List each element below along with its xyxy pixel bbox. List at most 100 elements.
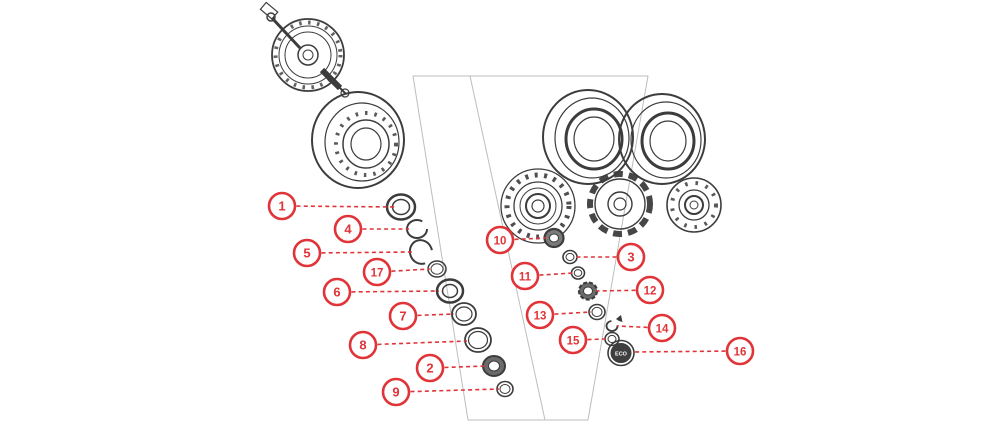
callout-3[interactable]: 3 xyxy=(616,242,646,272)
callout-8[interactable]: 8 xyxy=(348,330,378,360)
axle-center xyxy=(302,49,314,61)
callout-17[interactable]: 17 xyxy=(362,257,392,287)
drum-boltholes xyxy=(334,111,398,177)
axle-flange-inner xyxy=(284,31,332,79)
hub-cap-eco-label: ECO xyxy=(615,352,628,358)
callout-circle-9[interactable] xyxy=(381,377,411,407)
drum-bore xyxy=(350,127,382,161)
hub-shell-left xyxy=(542,89,634,185)
callout-6[interactable]: 6 xyxy=(322,277,352,307)
callout-circle-4[interactable] xyxy=(333,214,363,244)
part-6-bearing-cone xyxy=(435,278,465,304)
callout-circle-15[interactable] xyxy=(558,325,588,355)
callout-circle-7[interactable] xyxy=(388,301,418,331)
callout-circle-12[interactable] xyxy=(635,275,665,305)
part-4-lock-ring xyxy=(406,219,428,239)
callout-line-6 xyxy=(351,290,440,293)
hub-flange xyxy=(666,177,722,233)
callout-circle-16[interactable] xyxy=(725,336,755,366)
guide-outline xyxy=(412,75,649,421)
callout-circle-10[interactable] xyxy=(485,225,515,255)
drum-mid-rim xyxy=(324,102,400,182)
callout-2[interactable]: 2 xyxy=(415,353,445,383)
callout-number-15: 15 xyxy=(567,336,580,348)
part-10-bearing-cone xyxy=(543,227,565,249)
part-13-ring xyxy=(588,303,606,321)
callout-circle-17[interactable] xyxy=(362,257,392,287)
callout-number-14: 14 xyxy=(656,324,669,336)
callout-circle-8[interactable] xyxy=(348,330,378,360)
hub-shell-right-ring xyxy=(640,111,696,171)
callout-13[interactable]: 13 xyxy=(525,300,555,330)
callout-number-12: 12 xyxy=(644,286,657,298)
callout-circle-5[interactable] xyxy=(292,238,322,268)
callout-number-4: 4 xyxy=(344,222,352,237)
part-2-seal xyxy=(482,355,506,377)
axle-spindle-tip xyxy=(335,83,347,95)
callout-12[interactable]: 12 xyxy=(635,275,665,305)
tooth-ring-teeth xyxy=(587,171,653,237)
callout-16[interactable]: 16 xyxy=(725,336,755,366)
tooth-ring-center xyxy=(613,197,627,211)
callout-line-12 xyxy=(595,289,636,292)
brake-drum-hub xyxy=(311,91,405,189)
flange-boltholes xyxy=(670,181,718,229)
callout-line-14 xyxy=(616,325,648,329)
guide-parallelogram xyxy=(412,75,649,421)
axle-flange-mid xyxy=(278,25,338,85)
callout-9[interactable]: 9 xyxy=(381,377,411,407)
callout-circle-6[interactable] xyxy=(322,277,352,307)
callout-line-11 xyxy=(539,272,574,276)
axle-hub-bore xyxy=(297,44,319,66)
callout-line-2 xyxy=(444,365,486,369)
axle-upper-pin xyxy=(266,12,276,22)
wheel-hub-studded xyxy=(500,168,576,244)
part-8-seal-ring xyxy=(464,327,492,353)
callout-number-13: 13 xyxy=(534,311,547,323)
flange-center xyxy=(689,200,699,210)
callout-number-17: 17 xyxy=(371,268,384,280)
tooth-ring-bore xyxy=(607,191,633,217)
callout-circle-3[interactable] xyxy=(616,242,646,272)
callout-number-1: 1 xyxy=(278,199,285,214)
callout-10[interactable]: 10 xyxy=(485,225,515,255)
hub-shell-right xyxy=(618,93,706,185)
callout-circle-13[interactable] xyxy=(525,300,555,330)
studded-hub-center xyxy=(531,199,545,213)
callout-7[interactable]: 7 xyxy=(388,301,418,331)
drum-inner-rim xyxy=(342,119,390,169)
callout-4[interactable]: 4 xyxy=(333,214,363,244)
callout-line-8 xyxy=(377,340,468,346)
callout-number-5: 5 xyxy=(303,246,310,261)
studded-hub-face xyxy=(513,181,563,231)
callout-number-6: 6 xyxy=(333,285,340,300)
axle-flange-outer xyxy=(271,18,345,92)
studded-hub-ring xyxy=(519,187,557,225)
callout-line-15 xyxy=(587,338,607,341)
hub-shell-right-outer xyxy=(618,93,706,185)
part-16-hub-cap: ECO xyxy=(607,339,635,367)
callout-circle-11[interactable] xyxy=(510,261,540,291)
callout-line-7 xyxy=(417,313,455,317)
callout-line-9 xyxy=(410,388,500,393)
part-17-ring xyxy=(427,260,447,278)
callout-1[interactable]: 1 xyxy=(267,191,297,221)
flange-mid xyxy=(678,189,710,221)
callout-line-1 xyxy=(296,205,397,208)
callout-circle-2[interactable] xyxy=(415,353,445,383)
callout-number-7: 7 xyxy=(399,309,406,324)
part-9-ring xyxy=(496,380,514,398)
callout-circle-1[interactable] xyxy=(267,191,297,221)
callout-circle-14[interactable] xyxy=(647,313,677,343)
callout-11[interactable]: 11 xyxy=(510,261,540,291)
callout-number-8: 8 xyxy=(359,338,366,353)
callout-14[interactable]: 14 xyxy=(647,313,677,343)
callout-15[interactable]: 15 xyxy=(558,325,588,355)
callout-line-17 xyxy=(391,268,431,272)
axle-flange-boltholes xyxy=(273,20,343,90)
callout-5[interactable]: 5 xyxy=(292,238,322,268)
hub-shell-left-outer xyxy=(542,89,634,185)
